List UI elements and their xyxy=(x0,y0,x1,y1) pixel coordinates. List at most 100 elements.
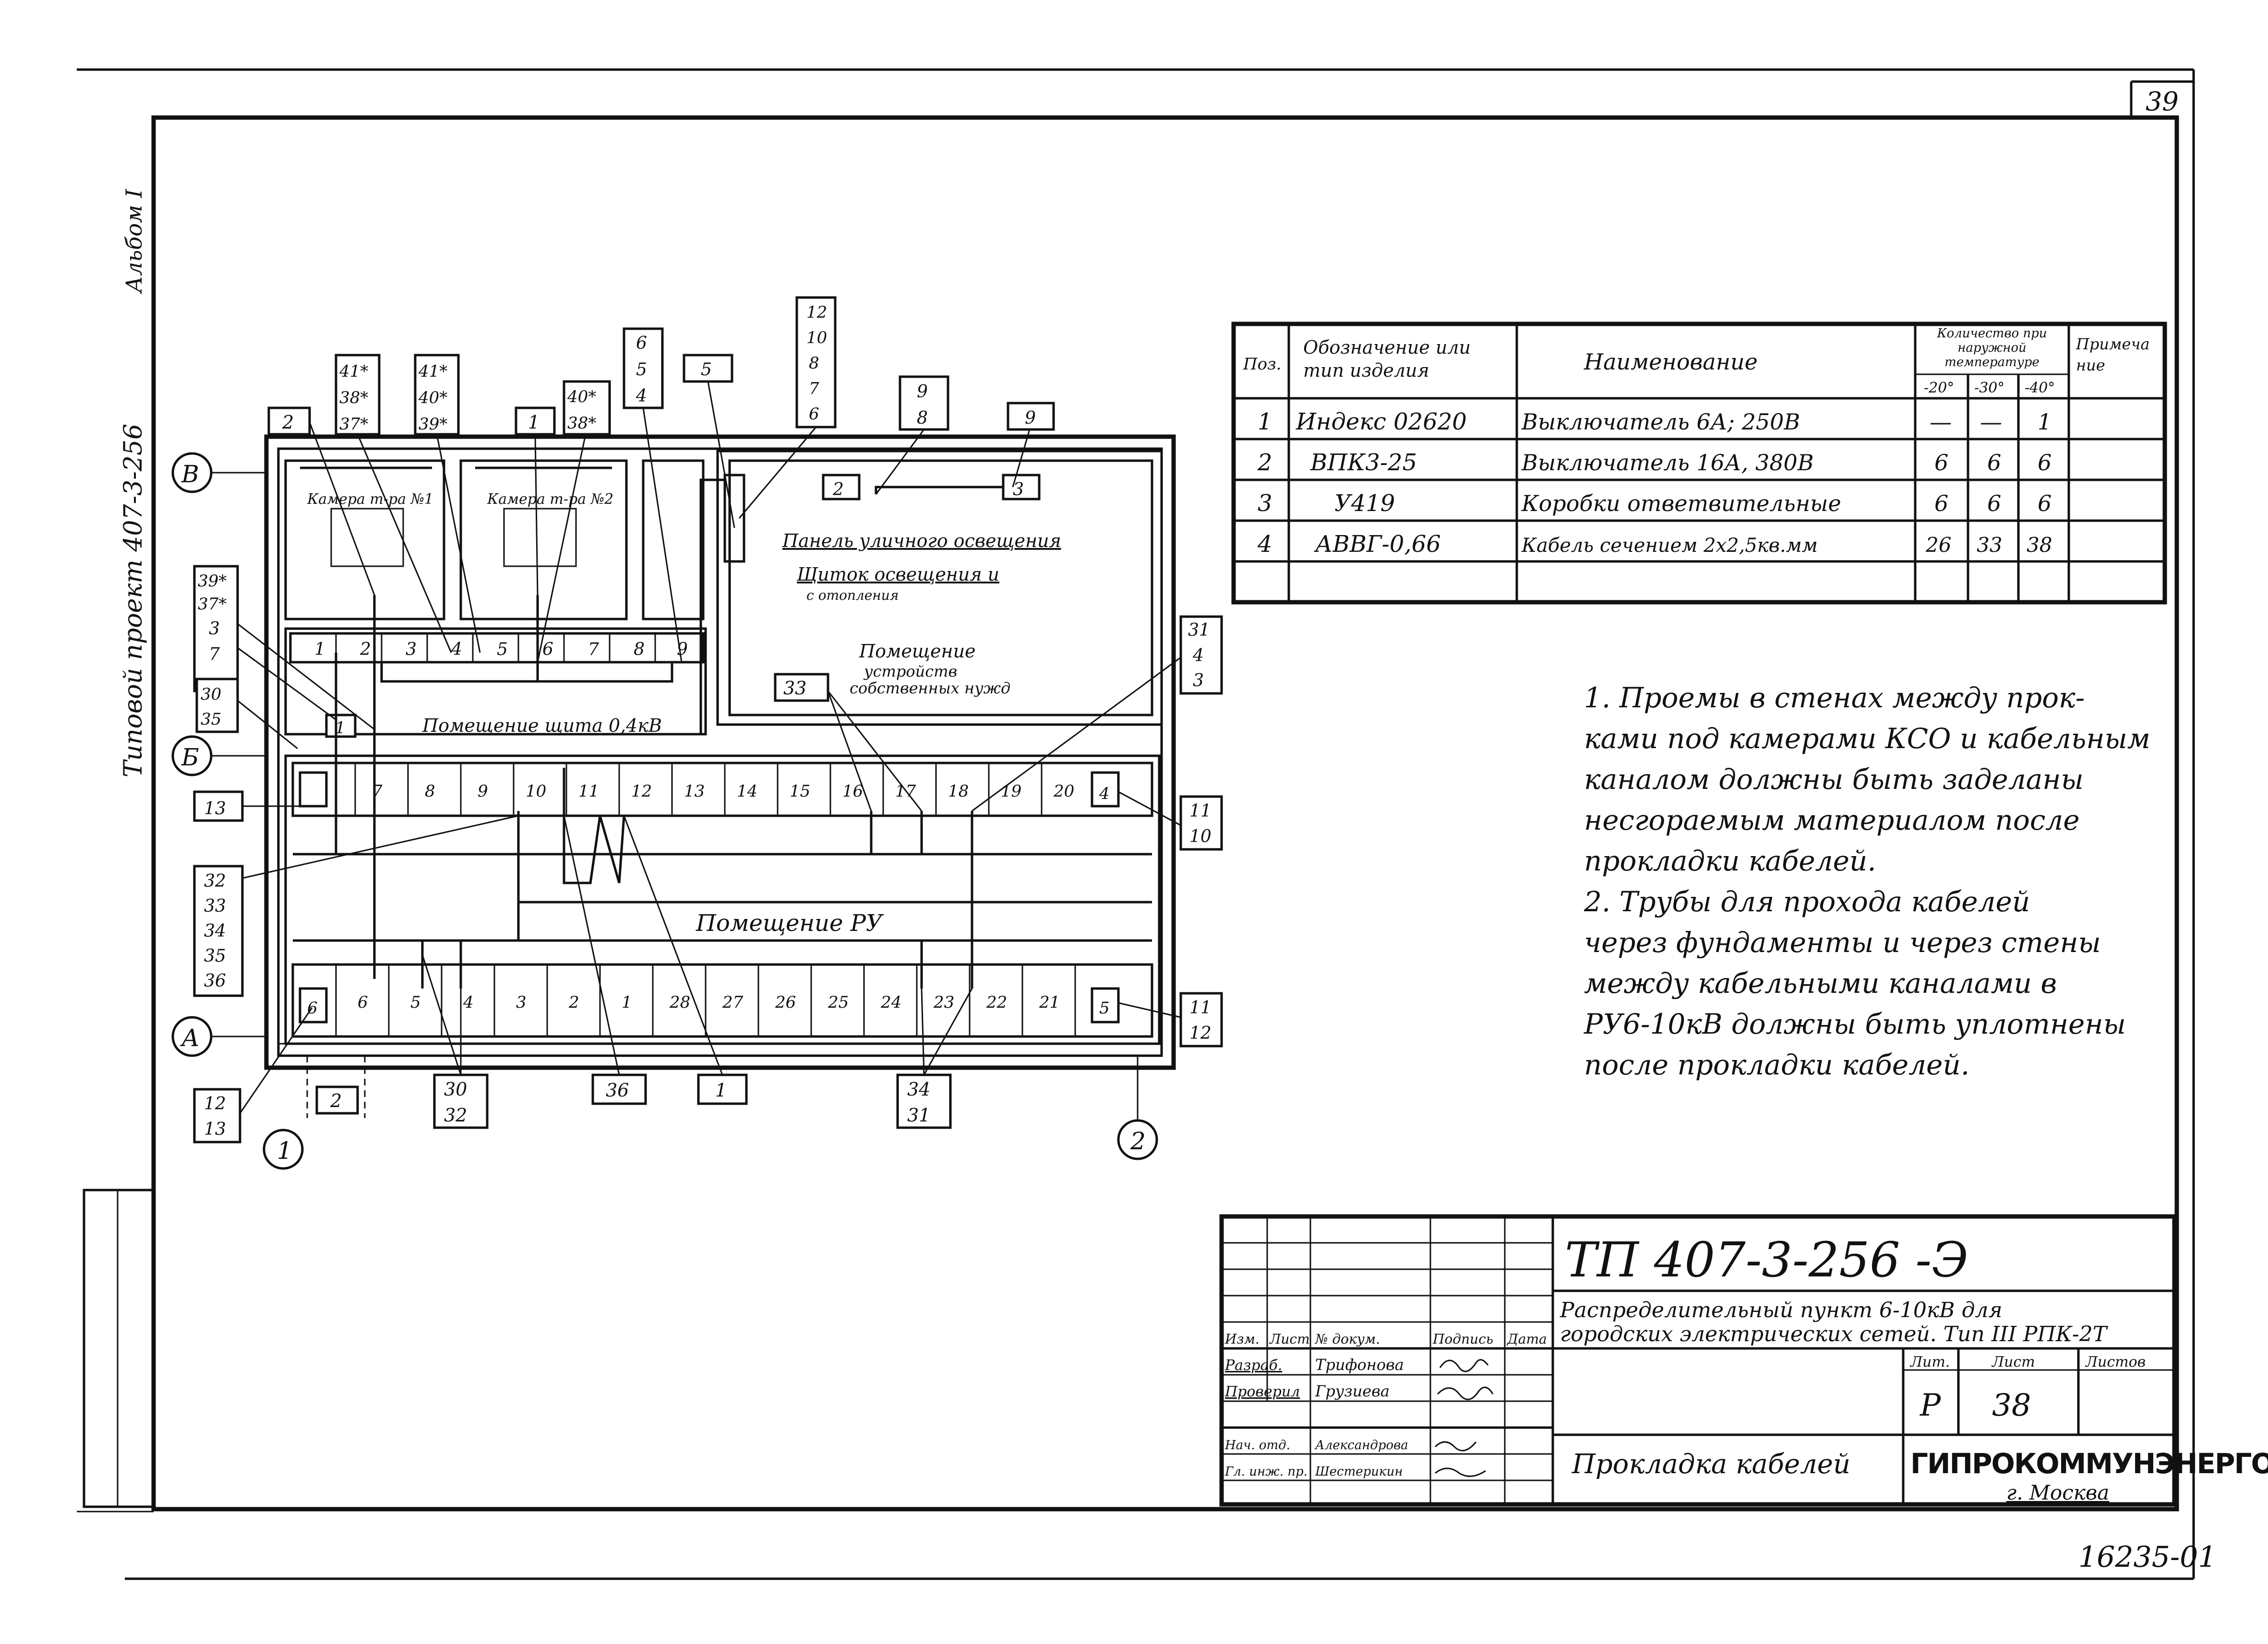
tag-30l: 30 xyxy=(201,685,221,704)
tb-stage: Р xyxy=(1920,1388,1941,1423)
ru-cell-10: 10 xyxy=(526,782,546,801)
switch-2-box xyxy=(822,474,861,500)
axis-1-label: 1 xyxy=(277,1137,292,1165)
note-2-line-3: между кабельными каналами в xyxy=(1584,967,2057,1000)
tb-chief-name: Шестерикин xyxy=(1315,1465,1403,1479)
spec-r4-designation: АВВГ-0,66 xyxy=(1314,531,1441,558)
ru-cell-9: 9 xyxy=(478,782,488,801)
floor-plan: Камера т-ра №1 Камера т-ра №2 2 3 Панель… xyxy=(171,434,1176,1170)
spec-h-designation-wrap: Обозначение или тип изделия xyxy=(1303,337,1471,381)
transformer-chamber-2 xyxy=(459,459,628,620)
ru-switch-4 xyxy=(1091,771,1120,808)
tag-32b: 32 xyxy=(444,1105,467,1126)
ru-bcell-3: 3 xyxy=(516,993,527,1012)
title-block: Изм. Лист № докум. Подпись Дата Разраб. … xyxy=(1219,1214,2268,1507)
spec-r1-q20: — xyxy=(1930,409,1952,435)
own-needs-label-3: собственных нужд xyxy=(850,679,1010,697)
tag-33-inner xyxy=(774,673,829,702)
note-2-line-5: после прокладки кабелей. xyxy=(1584,1048,1970,1081)
ru-cell-20: 20 xyxy=(1053,782,1074,801)
tag-stack-11-12 xyxy=(1179,992,1223,1048)
tag-41a: 41* xyxy=(339,362,368,381)
tb-stage-h: Лит. xyxy=(1909,1354,1950,1370)
tag-12: 12 xyxy=(806,303,827,322)
tag-5: 5 xyxy=(636,360,647,380)
tb-desc-1: Распределительный пункт 6-10кВ для xyxy=(1560,1298,2003,1322)
axis-a-label: А xyxy=(180,1024,200,1052)
tag-9b: 9 xyxy=(1025,408,1036,428)
tag-35l: 35 xyxy=(201,710,221,729)
ru-switch-6 xyxy=(299,987,328,1024)
tb-sheet: 38 xyxy=(1992,1388,2031,1423)
spec-r2-q40: 6 xyxy=(2038,450,2052,476)
switch-2-label: 2 xyxy=(832,480,844,500)
tb-org: ГИПРОКОММУНЭНЕРГО xyxy=(1910,1447,2268,1480)
lv-cell-5: 5 xyxy=(497,640,508,659)
tag-1-top xyxy=(515,406,556,436)
tag-39b: 39* xyxy=(419,415,447,434)
ru-cell-16: 16 xyxy=(842,782,863,801)
spec-h-t20: -20° xyxy=(1924,380,1954,396)
tag-13b: 13 xyxy=(204,1120,226,1139)
spec-r1-q30: — xyxy=(1980,409,2002,435)
spec-r4-name: Кабель сечением 2х2,5кв.мм xyxy=(1521,535,1818,557)
tag-9-b xyxy=(1007,402,1055,431)
tag-36l: 36 xyxy=(204,971,226,991)
spec-r2-pos: 2 xyxy=(1257,449,1272,476)
ru-bcell-23: 23 xyxy=(933,993,954,1012)
spec-h-t30: -30° xyxy=(1974,380,2004,396)
note-1-line-1: 1. Проемы в стенах между прок- xyxy=(1584,681,2085,714)
own-needs-label-1: Помещение xyxy=(859,641,976,662)
tag-38c: 38* xyxy=(567,414,596,433)
album-label: Альбом I xyxy=(121,189,147,294)
tag-7l: 7 xyxy=(209,644,220,664)
left-stamp-box xyxy=(83,1189,155,1508)
tag-3l: 3 xyxy=(209,619,220,639)
note-2-line-4: РУ6-10кВ должны быть уплотнены xyxy=(1584,1008,2126,1040)
tag-11s: 11 xyxy=(1189,998,1212,1018)
ru-bcell-4: 4 xyxy=(463,993,474,1012)
spec-r3-pos: 3 xyxy=(1258,490,1272,517)
tag-13-left xyxy=(193,790,244,822)
tag-10r: 10 xyxy=(1189,827,1212,846)
tag-13l: 13 xyxy=(204,799,226,819)
tag-leaders xyxy=(237,381,1181,1114)
ru-bcell-5: 5 xyxy=(410,993,421,1012)
transformer-1-symbol xyxy=(330,508,404,567)
title-block-border xyxy=(1219,1214,2177,1507)
spec-table-border xyxy=(1231,322,2167,605)
archive-number: 16235-01 xyxy=(2078,1540,2217,1574)
note-1-line-2: ками под камерами КСО и кабельным xyxy=(1584,722,2150,755)
ru-switch-5 xyxy=(1091,987,1120,1024)
tag-8: 8 xyxy=(809,354,819,373)
tb-sheet-h: Лист xyxy=(1991,1354,2035,1370)
spec-h-designation: Обозначение или тип изделия xyxy=(1303,337,1471,381)
tb-chk-role: Проверил xyxy=(1224,1383,1300,1400)
spec-r3-q40: 6 xyxy=(2038,490,2052,516)
tag-11r: 11 xyxy=(1189,801,1212,821)
tb-h-change: Изм. xyxy=(1224,1331,1260,1347)
ru-bcell-25: 25 xyxy=(828,993,849,1012)
tb-h-doc: № докум. xyxy=(1315,1331,1380,1347)
tb-code: ТП 407-3-256 -Э xyxy=(1565,1232,1968,1288)
tag-stack-12-13 xyxy=(193,1088,241,1144)
spec-r3-designation: У419 xyxy=(1334,490,1395,517)
signature-1 xyxy=(1439,1359,1489,1372)
ru-room-label: Помещение РУ xyxy=(696,910,884,937)
tag-6: 6 xyxy=(636,334,647,353)
tag-37a: 37* xyxy=(339,415,368,434)
spec-r1-pos: 1 xyxy=(1258,408,1272,435)
lighting-board-label: Щиток освещения и xyxy=(796,564,999,585)
ru-bcell-6: 6 xyxy=(358,993,368,1012)
tag-4r: 4 xyxy=(1192,646,1204,666)
ru-bcell-27: 27 xyxy=(722,993,744,1012)
spec-r2-q30: 6 xyxy=(1987,450,2001,476)
transformer-chamber-1 xyxy=(284,459,445,620)
tag-34b: 34 xyxy=(907,1079,930,1100)
tag-1b: 1 xyxy=(715,1080,727,1101)
tag-6b: 6 xyxy=(809,405,819,424)
tag-12b: 12 xyxy=(204,1094,226,1114)
tag-stack-32-36 xyxy=(193,865,244,997)
tag-1-bottom xyxy=(697,1073,748,1105)
tag-12s: 12 xyxy=(1189,1024,1212,1043)
